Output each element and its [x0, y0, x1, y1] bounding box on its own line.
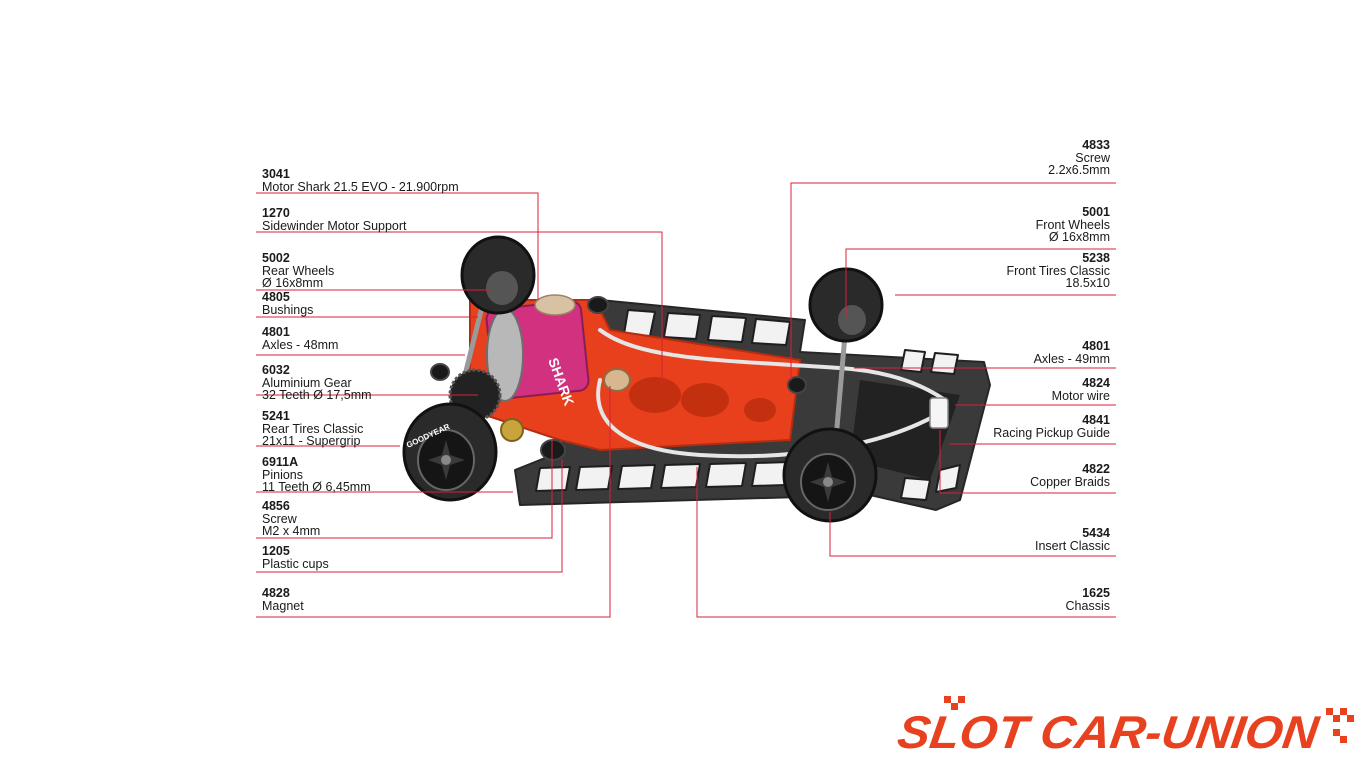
callout-6911a: 6911A Pinions 11 Teeth Ø 6,45mm	[262, 456, 371, 494]
callout-5241: 5241 Rear Tires Classic 21x11 - Supergri…	[262, 410, 363, 448]
callout-1270: 1270 Sidewinder Motor Support	[262, 207, 407, 232]
callout-desc: Ø 16x8mm	[1048, 230, 1110, 244]
callout-code: 3041	[262, 167, 290, 181]
callout-code: 4841	[1082, 413, 1110, 427]
callout-desc: Front Tires Classic	[1006, 263, 1111, 278]
callout-desc: Magnet	[262, 598, 304, 613]
callout-code: 4805	[262, 290, 290, 304]
callout-5238: 5238 Front Tires Classic 18.5x10	[1007, 252, 1111, 290]
plastic-cup-front	[587, 296, 609, 314]
callout-desc: Motor Shark 21.5 EVO - 21.900rpm	[262, 179, 459, 194]
callout-desc: Pinions	[262, 467, 303, 482]
callout-desc: Plastic cups	[262, 556, 329, 571]
callout-4822: 4822 Copper Braids	[1030, 463, 1110, 488]
callout-code: 4822	[1082, 462, 1110, 476]
callout-code: 4801	[262, 325, 290, 339]
callout-code: 5001	[1082, 205, 1110, 219]
callout-desc: M2 x 4mm	[262, 524, 321, 538]
callout-desc: Front Wheels	[1035, 217, 1110, 232]
callout-desc: 11 Teeth Ø 6,45mm	[262, 480, 371, 494]
callout-1625: 1625 Chassis	[1066, 587, 1110, 612]
callout-desc: Axles - 49mm	[1033, 351, 1110, 366]
callout-code: 6911A	[262, 455, 299, 469]
front-wheel-bottom	[782, 427, 878, 523]
callout-code: 1270	[262, 206, 290, 220]
callout-desc: Ø 16x8mm	[262, 276, 324, 290]
callout-desc: Copper Braids	[1030, 474, 1110, 489]
callout-4828: 4828 Magnet	[262, 587, 304, 612]
callout-desc: Motor wire	[1051, 388, 1110, 403]
callout-desc: Rear Tires Classic	[262, 421, 364, 436]
callout-4824: 4824 Motor wire	[1052, 377, 1110, 402]
pickup-guide	[929, 397, 949, 429]
callout-code: 5241	[262, 409, 290, 423]
callout-4801-rear: 4801 Axles - 48mm	[262, 326, 338, 351]
callout-code: 4856	[262, 499, 290, 513]
callout-desc: Screw	[262, 511, 297, 526]
rear-wheel-bottom: GOODYEAR	[402, 402, 498, 502]
callout-code: 5238	[1082, 251, 1110, 265]
callout-desc: Aluminium Gear	[262, 375, 352, 390]
callout-code: 6032	[262, 363, 290, 377]
callout-3041: 3041 Motor Shark 21.5 EVO - 21.900rpm	[262, 168, 459, 193]
callout-1205: 1205 Plastic cups	[262, 545, 329, 570]
callout-5001: 5001 Front Wheels Ø 16x8mm	[1036, 206, 1110, 244]
callout-desc: Screw	[1075, 150, 1110, 165]
pinion	[500, 418, 524, 442]
callout-desc: Axles - 48mm	[262, 337, 339, 352]
callout-5434: 5434 Insert Classic	[1035, 527, 1110, 552]
callout-4841: 4841 Racing Pickup Guide	[993, 414, 1110, 439]
callout-desc: Rear Wheels	[262, 263, 335, 278]
callout-desc: Insert Classic	[1034, 538, 1110, 553]
callout-code: 5002	[262, 251, 290, 265]
logo-text: SLOT CAR-UNION	[896, 706, 1323, 758]
callout-4833: 4833 Screw 2.2x6.5mm	[1048, 139, 1110, 177]
callout-desc: Bushings	[262, 302, 314, 317]
callout-6032: 6032 Aluminium Gear 32 Teeth Ø 17,5mm	[262, 364, 372, 402]
motor: SHARK	[485, 294, 590, 408]
callout-code: 4833	[1082, 138, 1110, 152]
checkered-flag-icon	[944, 696, 1354, 743]
callout-code: 5434	[1082, 526, 1110, 540]
callout-code: 4828	[262, 586, 290, 600]
callout-desc: 18.5x10	[1065, 276, 1110, 290]
plastic-cup-rear	[540, 439, 566, 461]
callout-desc: 21x11 - Supergrip	[262, 434, 361, 448]
callout-desc: Chassis	[1065, 598, 1110, 613]
callout-5002: 5002 Rear Wheels Ø 16x8mm	[262, 252, 334, 290]
callout-4856: 4856 Screw M2 x 4mm	[262, 500, 320, 538]
rear-wheel-top	[460, 235, 536, 315]
callout-4801-front: 4801 Axles - 49mm	[1034, 340, 1110, 365]
callout-desc: Racing Pickup Guide	[993, 425, 1110, 440]
callout-code: 4801	[1082, 339, 1110, 353]
screw-rear	[430, 363, 450, 381]
leader-lines	[256, 182, 1116, 618]
callout-code: 1205	[262, 544, 290, 558]
slot-car-union-logo: SLOT CAR-UNION	[896, 696, 1354, 758]
callout-desc: Sidewinder Motor Support	[262, 218, 407, 233]
motor-wires	[596, 328, 947, 459]
callout-code: 1625	[1082, 586, 1110, 600]
callout-desc: 2.2x6.5mm	[1048, 163, 1110, 177]
callout-4805: 4805 Bushings	[262, 291, 313, 316]
screw-front	[787, 376, 807, 394]
callout-code: 4824	[1082, 376, 1110, 390]
callout-desc: 32 Teeth Ø 17,5mm	[262, 388, 372, 402]
